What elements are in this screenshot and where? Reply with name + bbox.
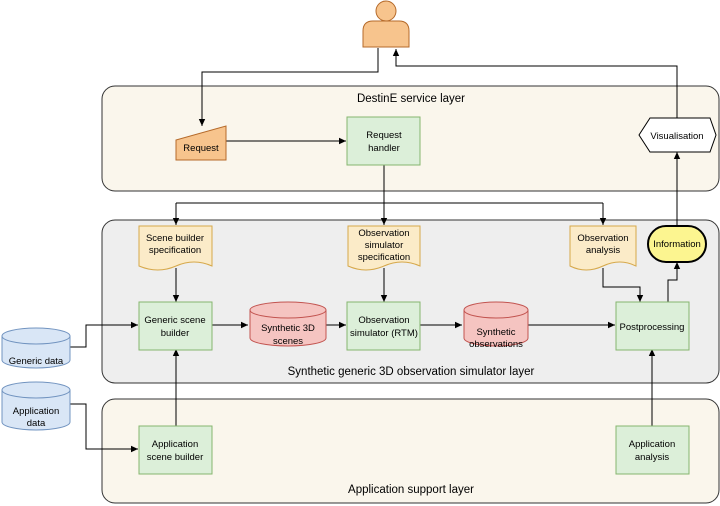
postprocessing-label: Postprocessing	[620, 322, 685, 333]
scene-builder-spec-node: Scene builder specification	[138, 225, 213, 271]
application-data-node: Application data	[1, 381, 71, 431]
support-layer-label: Application support layer	[348, 484, 474, 496]
edges	[70, 48, 681, 453]
request-handler-label-2: handler	[368, 143, 400, 154]
application-data-label-2: data	[27, 418, 46, 429]
synthetic-scenes-node: Synthetic 3D scenes	[249, 301, 327, 347]
generic-data-label: Generic data	[9, 356, 64, 367]
request-label: Request	[183, 143, 219, 154]
synthetic-obs-label-2: observations	[469, 339, 523, 350]
obs-analysis-label-1: Observation	[577, 233, 628, 244]
request-handler-label-1: Request	[366, 130, 402, 141]
app-analysis-label-1: Application	[629, 439, 675, 450]
obs-sim-spec-node: Observation simulator specification	[347, 225, 421, 271]
app-analysis-label-2: analysis	[635, 452, 670, 463]
information-node: Information	[647, 225, 707, 263]
edge-visualisation-to-user	[392, 49, 678, 118]
generic-scene-builder-label-2: builder	[161, 328, 190, 339]
simulator-layer-label: Synthetic generic 3D observation simulat…	[288, 366, 535, 378]
edge-generic-data-to-builder	[70, 321, 138, 348]
request-handler-node: Request handler	[346, 116, 421, 166]
generic-scene-builder-label-1: Generic scene	[144, 315, 205, 326]
edge-postprocessing-to-information	[667, 262, 681, 302]
obs-analysis-label-2: analysis	[586, 245, 621, 256]
edge-app-data-to-app-builder	[70, 403, 138, 453]
request-node: Request	[175, 125, 227, 161]
information-label: Information	[653, 239, 701, 250]
support-layer: Application support layer	[101, 398, 720, 504]
obs-simulator-label-1: Observation	[358, 315, 409, 326]
service-layer-label: DestinE service layer	[357, 93, 465, 105]
synthetic-obs-node: Synthetic observations	[463, 301, 529, 350]
synthetic-scenes-label-1: Synthetic 3D	[261, 323, 315, 334]
app-scene-builder-label-2: scene builder	[147, 452, 204, 463]
obs-simulator-label-2: simulator (RTM)	[350, 328, 418, 339]
application-data-label-1: Application	[13, 406, 59, 417]
person-icon	[362, 0, 410, 48]
scene-builder-spec-label-1: Scene builder	[146, 233, 204, 244]
app-scene-builder-label-1: Application	[152, 439, 198, 450]
visualisation-label: Visualisation	[650, 131, 703, 142]
generic-scene-builder-node: Generic scene builder	[138, 301, 213, 351]
generic-data-node: Generic data	[1, 327, 71, 369]
synthetic-scenes-label-2: scenes	[273, 336, 303, 347]
postprocessing-node: Postprocessing	[615, 301, 690, 351]
app-analysis-node: Application analysis	[615, 425, 690, 475]
scene-builder-spec-label-2: specification	[149, 245, 201, 256]
obs-analysis-node: Observation analysis	[569, 225, 637, 271]
obs-sim-spec-label-3: specification	[358, 252, 410, 263]
synthetic-obs-label-1: Synthetic	[476, 327, 515, 338]
edge-obs-analysis-to-postprocessing	[602, 268, 644, 302]
app-scene-builder-node: Application scene builder	[138, 425, 213, 475]
visualisation-node: Visualisation	[638, 117, 717, 153]
obs-sim-spec-label-2: simulator	[365, 240, 404, 251]
obs-simulator-node: Observation simulator (RTM)	[346, 301, 421, 351]
obs-sim-spec-label-1: Observation	[358, 228, 409, 239]
edge-user-to-request	[198, 48, 379, 126]
